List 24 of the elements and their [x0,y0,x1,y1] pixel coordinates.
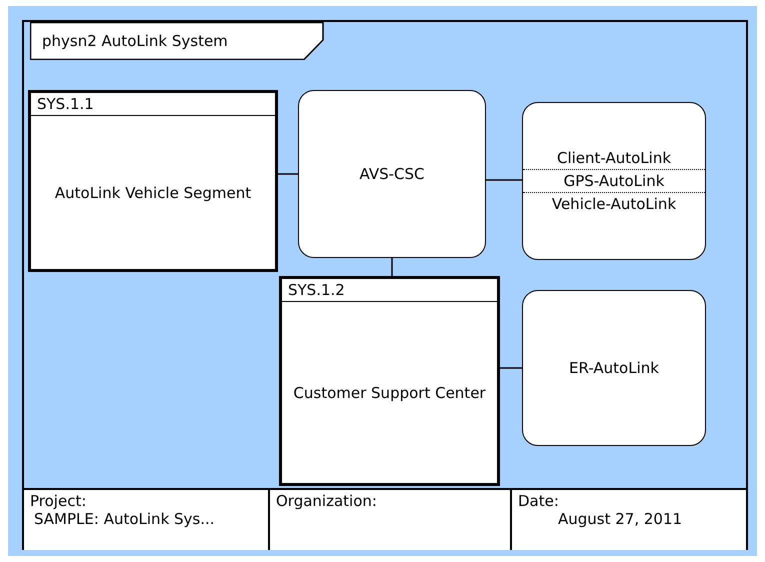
field-label: Date: [518,492,560,510]
connector-line [278,173,298,175]
component-name: ER-AutoLink [569,359,659,377]
connector-line [486,179,522,181]
connector-line [500,367,522,369]
component-name: AVS-CSC [360,165,424,183]
component-box [522,290,706,446]
system-block [279,276,500,486]
component-item: Vehicle-AutoLink [523,192,705,215]
field-value: August 27, 2011 [557,510,684,528]
block-id: SYS.1.2 [282,279,497,302]
block-id: SYS.1.1 [31,93,275,116]
block-name: AutoLink Vehicle Segment [54,184,252,202]
block-name: Customer Support Center [293,384,486,402]
component-item: GPS-AutoLink [523,169,705,192]
title-text: physn2 AutoLink System [42,32,228,50]
field-value: SAMPLE: AutoLink Sys... [33,510,216,528]
system-block [28,90,278,272]
field-label: Organization: [276,492,378,510]
connector-line [391,258,393,276]
component-item: Client-AutoLink [556,148,672,169]
component-box [522,102,706,260]
component-box [298,90,486,258]
field-label: Project: [30,492,88,510]
